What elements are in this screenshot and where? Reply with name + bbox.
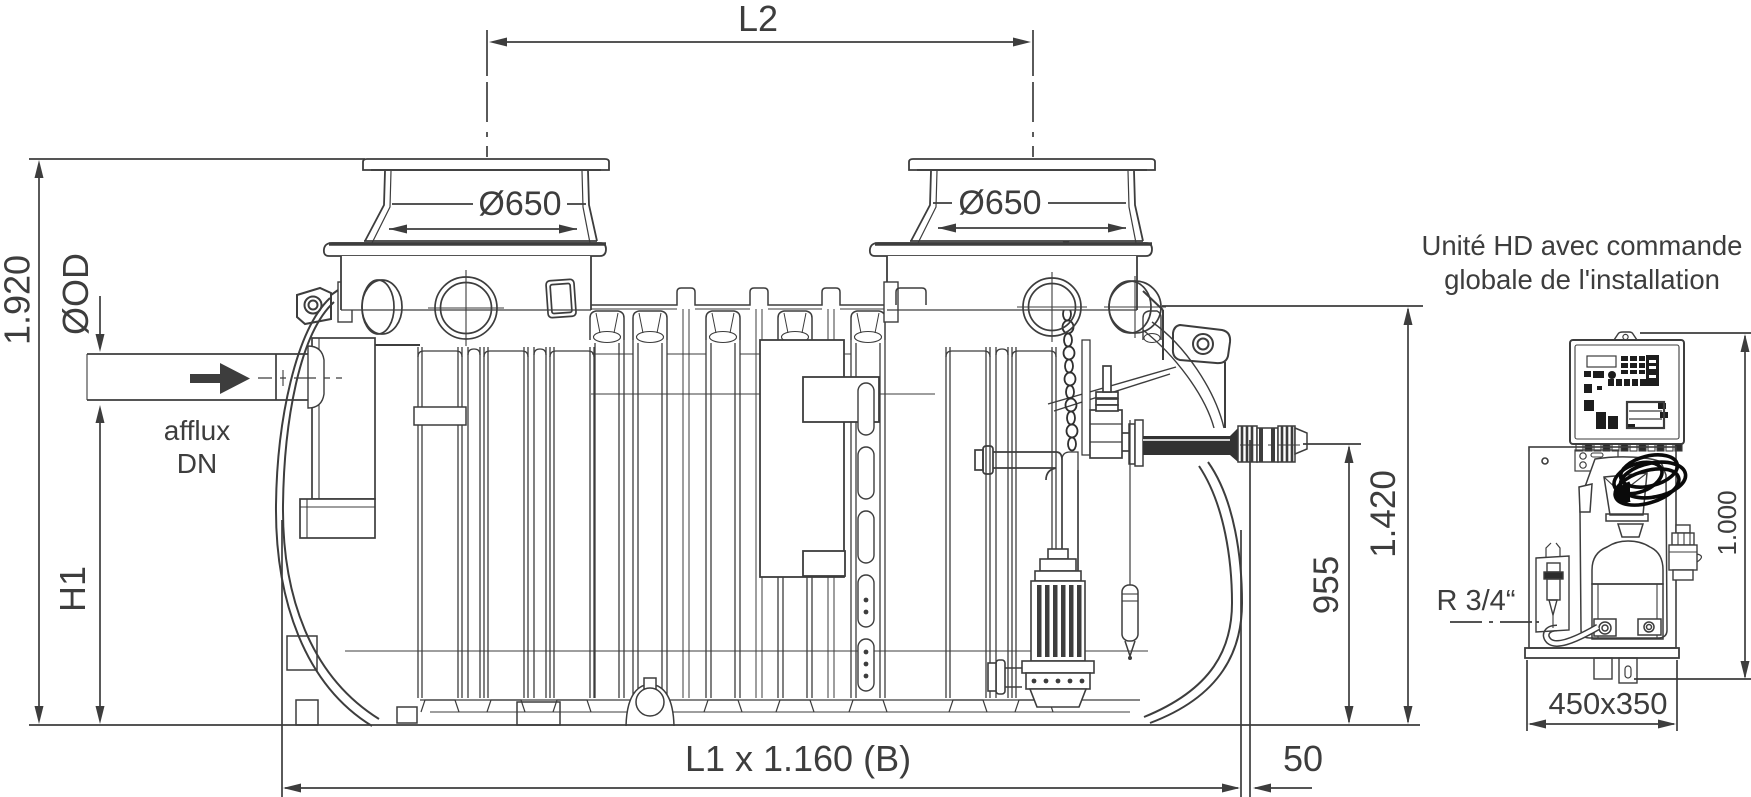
svg-text:1.420: 1.420 xyxy=(1364,470,1403,558)
svg-text:DN: DN xyxy=(177,448,217,479)
svg-text:ØOD: ØOD xyxy=(55,253,96,335)
svg-text:L2: L2 xyxy=(738,0,778,39)
svg-text:H1: H1 xyxy=(52,566,93,612)
svg-text:L1 x 1.160 (B): L1 x 1.160 (B) xyxy=(685,738,911,779)
svg-text:450x350: 450x350 xyxy=(1549,686,1668,721)
svg-text:Ø650: Ø650 xyxy=(478,185,561,223)
svg-text:globale de l'installation: globale de l'installation xyxy=(1444,264,1720,295)
svg-text:afflux: afflux xyxy=(164,415,230,446)
svg-text:Ø650: Ø650 xyxy=(958,184,1041,222)
svg-text:50: 50 xyxy=(1283,738,1323,779)
svg-text:R 3/4“: R 3/4“ xyxy=(1437,585,1516,617)
svg-text:955: 955 xyxy=(1307,556,1346,614)
svg-text:1.920: 1.920 xyxy=(0,255,38,345)
svg-text:Unité HD avec commande: Unité HD avec commande xyxy=(1422,230,1743,261)
svg-text:1.000: 1.000 xyxy=(1712,490,1742,555)
